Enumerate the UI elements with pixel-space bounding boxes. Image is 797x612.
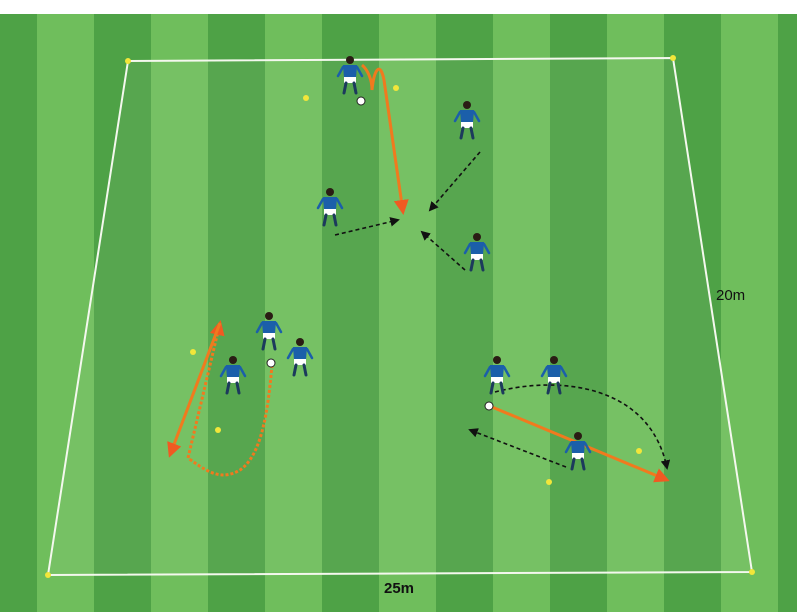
- ball-icon: [485, 402, 493, 410]
- cone-icon: [303, 95, 309, 101]
- grass-stripe: [778, 0, 797, 612]
- pitch-boundary: [48, 58, 752, 575]
- ball-icon: [267, 359, 275, 367]
- cone-icon: [546, 479, 552, 485]
- cone-icon: [125, 58, 131, 64]
- cone-icon: [636, 448, 642, 454]
- ball-icon: [357, 97, 365, 105]
- cone-icon: [749, 569, 755, 575]
- cone-icon: [190, 349, 196, 355]
- cone-icon: [45, 572, 51, 578]
- cone-icon: [393, 85, 399, 91]
- width-label: 25m: [384, 580, 414, 597]
- grass-stripe: [0, 0, 37, 612]
- cone-icon: [215, 427, 221, 433]
- height-label: 20m: [716, 287, 745, 304]
- top-margin: [0, 0, 797, 14]
- cone-icon: [670, 55, 676, 61]
